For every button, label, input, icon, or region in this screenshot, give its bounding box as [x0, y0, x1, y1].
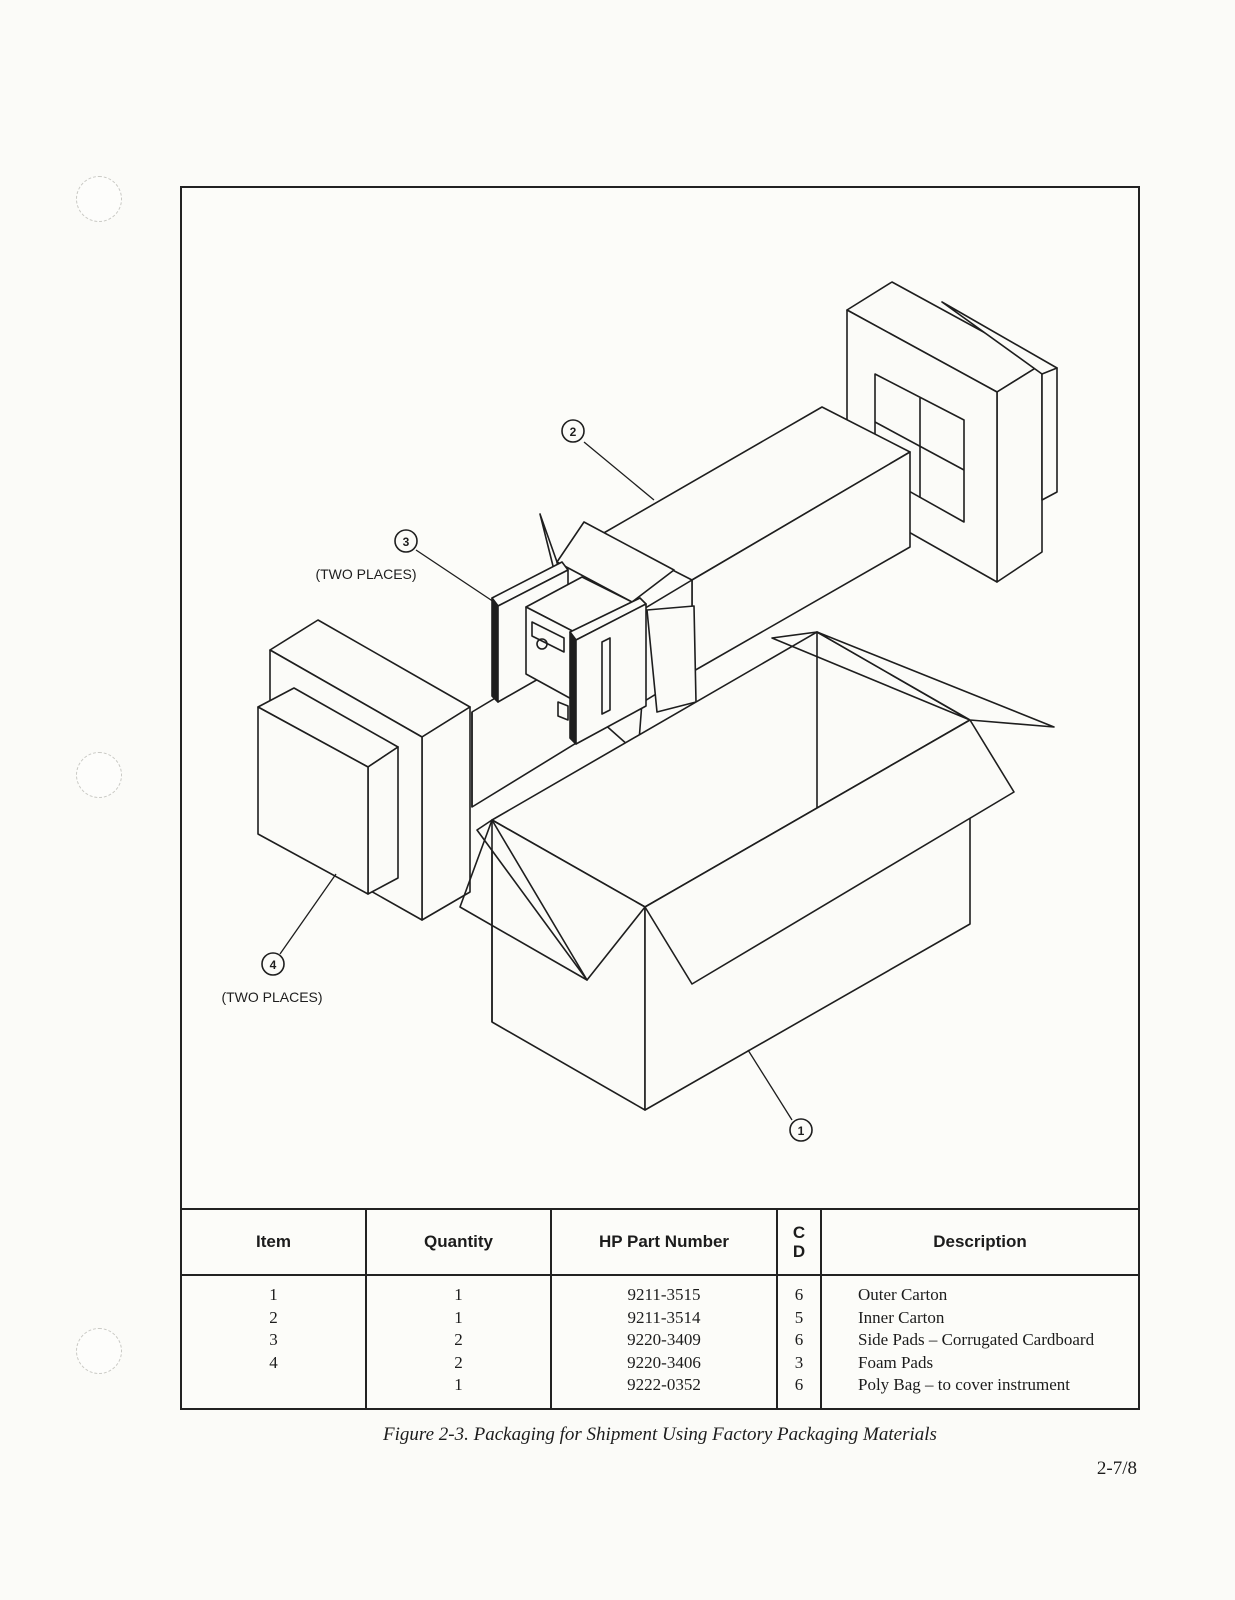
side-pad-right [569, 597, 647, 745]
item-column: 1 2 3 4 [182, 1275, 367, 1408]
table-body-row: 1 2 3 4 1 1 2 2 1 9211-3515 9211-3514 92… [182, 1275, 1138, 1408]
page-number: 2-7/8 [1096, 1458, 1137, 1479]
table-cell: Poly Bag – to cover instrument [858, 1375, 1071, 1394]
table-cell: 9222-0352 [627, 1375, 701, 1394]
header-part-number: HP Part Number [551, 1209, 778, 1276]
figure-caption: Figure 2-3. Packaging for Shipment Using… [383, 1424, 937, 1445]
table-cell: Foam Pads [858, 1352, 934, 1372]
header-item: Item [182, 1209, 367, 1276]
header-description: Description [821, 1209, 1138, 1276]
callout-circle-4 [261, 952, 285, 976]
table-cell: 1 [454, 1307, 463, 1327]
figure-frame: 2 3 (TWO PLACES) 4 (TWO PLACES) 1 Item Q… [180, 186, 1140, 1410]
table-header-row: Item Quantity HP Part Number C D Descrip… [182, 1209, 1138, 1276]
part-number-column: 9211-3515 9211-3514 9220-3409 9220-3406 … [551, 1275, 778, 1408]
table-cell: 9211-3515 [627, 1285, 701, 1304]
callout-2: 2 [570, 425, 577, 439]
binder-hole [76, 1328, 122, 1374]
cd-column: 6 5 6 3 6 [777, 1275, 822, 1408]
parts-list-table: Item Quantity HP Part Number C D Descrip… [182, 1208, 1138, 1408]
callout-4-note: (TWO PLACES) [221, 989, 322, 1005]
header-cd-top: C [792, 1223, 806, 1242]
header-cd-bottom: D [792, 1242, 806, 1261]
table-cell: 3 [794, 1352, 804, 1372]
table-cell: 1 [454, 1375, 463, 1394]
table-cell: 6 [794, 1375, 804, 1394]
callout-circle-3 [394, 529, 418, 553]
table-cell: 9220-3409 [627, 1330, 701, 1349]
leader-lines [279, 441, 793, 1121]
table-cell: 1 [454, 1285, 463, 1304]
binder-hole [76, 752, 122, 798]
description-column: Outer Carton Inner Carton Side Pads – Co… [821, 1275, 1138, 1408]
quantity-column: 1 1 2 2 1 [366, 1275, 552, 1408]
callout-circle-2 [561, 419, 585, 443]
table-cell: 2 [454, 1330, 463, 1349]
table-cell: Inner Carton [858, 1307, 945, 1327]
outer-carton [459, 631, 1055, 1111]
callout-3: 3 [403, 535, 410, 549]
callout-4: 4 [270, 958, 277, 972]
table-cell: 3 [269, 1330, 278, 1349]
table-cell: Side Pads – Corrugated Cardboard [858, 1330, 1095, 1349]
table-cell: 2 [269, 1307, 278, 1327]
header-quantity: Quantity [366, 1209, 552, 1276]
binder-hole [76, 176, 122, 222]
header-cd: C D [777, 1209, 822, 1276]
foam-pad-left [257, 619, 471, 921]
table-cell: 9220-3406 [627, 1352, 701, 1372]
packaging-exploded-view: 2 3 (TWO PLACES) 4 (TWO PLACES) 1 [221, 281, 1058, 1142]
foam-pad-right [846, 281, 1058, 583]
table-cell: 1 [269, 1285, 278, 1304]
table-cell: 6 [794, 1330, 804, 1349]
table-cell: 4 [269, 1352, 278, 1372]
callout-1: 1 [798, 1124, 805, 1138]
table-cell: Outer Carton [858, 1285, 948, 1304]
callout-3-note: (TWO PLACES) [315, 566, 416, 582]
table-cell: 5 [794, 1307, 804, 1327]
table-cell: 2 [454, 1352, 463, 1372]
callout-circle-1 [789, 1118, 813, 1142]
table-cell [182, 1374, 365, 1397]
table-cell: 9211-3514 [627, 1307, 701, 1327]
table-cell: 6 [794, 1285, 804, 1304]
